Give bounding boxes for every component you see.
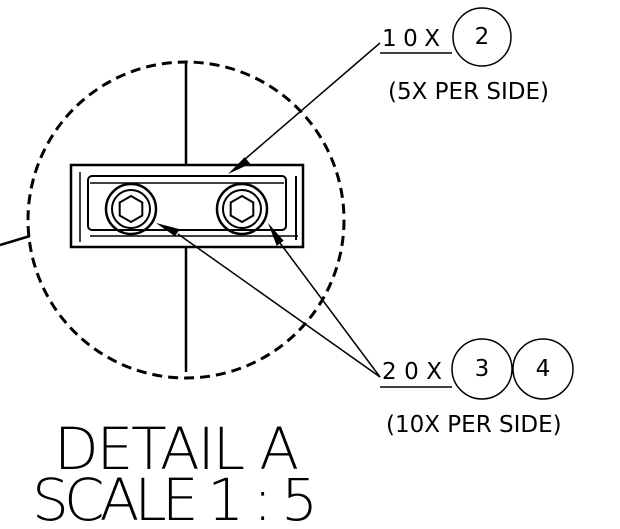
top-callout-leader <box>228 42 381 174</box>
detail-scale: SCALE 1 : 5 <box>32 466 317 529</box>
balloon-item-4 <box>512 338 574 400</box>
balloon-item-4-label: 4 <box>536 356 551 382</box>
bolt-right-head <box>222 189 262 229</box>
top-leader-line <box>243 42 381 161</box>
top-callout-quantity: 10X <box>382 26 440 52</box>
bottom-leader-line-left <box>177 233 381 378</box>
bolt-right-washer <box>215 182 269 236</box>
bolt-right <box>215 182 269 236</box>
detail-title: DETAIL A <box>54 415 298 483</box>
detail-leader-line <box>0 234 31 247</box>
bolt-right-hex-socket <box>229 194 255 224</box>
balloon-item-2-label: 2 <box>475 24 490 50</box>
top-callout: 10X 2 (5X PER SIDE) <box>380 7 549 105</box>
top-leader-arrowhead <box>228 157 251 174</box>
bolt-left-head <box>111 189 151 229</box>
balloon-item-3 <box>451 338 513 400</box>
bottom-callout-note: (10X PER SIDE) <box>386 412 562 438</box>
bottom-leader-arrowhead-right <box>268 223 284 246</box>
bottom-callout-leaders <box>156 223 381 378</box>
bracket-inner <box>87 175 287 231</box>
bracket-assembly <box>69 163 305 249</box>
top-callout-note: (5X PER SIDE) <box>388 79 549 105</box>
bottom-callout: 20X 3 4 (10X PER SIDE) <box>380 338 574 438</box>
bottom-leader-line-right <box>279 242 381 378</box>
bottom-leader-arrowhead-left <box>156 223 180 237</box>
bolt-left <box>104 182 158 236</box>
balloon-item-3-label: 3 <box>475 356 490 382</box>
detail-title-block: DETAIL A SCALE 1 : 5 <box>32 415 318 529</box>
balloon-item-2 <box>452 7 512 67</box>
bottom-callout-quantity: 20X <box>382 359 442 385</box>
bolt-left-washer <box>104 182 158 236</box>
bracket-outer <box>69 163 305 249</box>
bolt-left-hex-socket <box>118 194 144 224</box>
